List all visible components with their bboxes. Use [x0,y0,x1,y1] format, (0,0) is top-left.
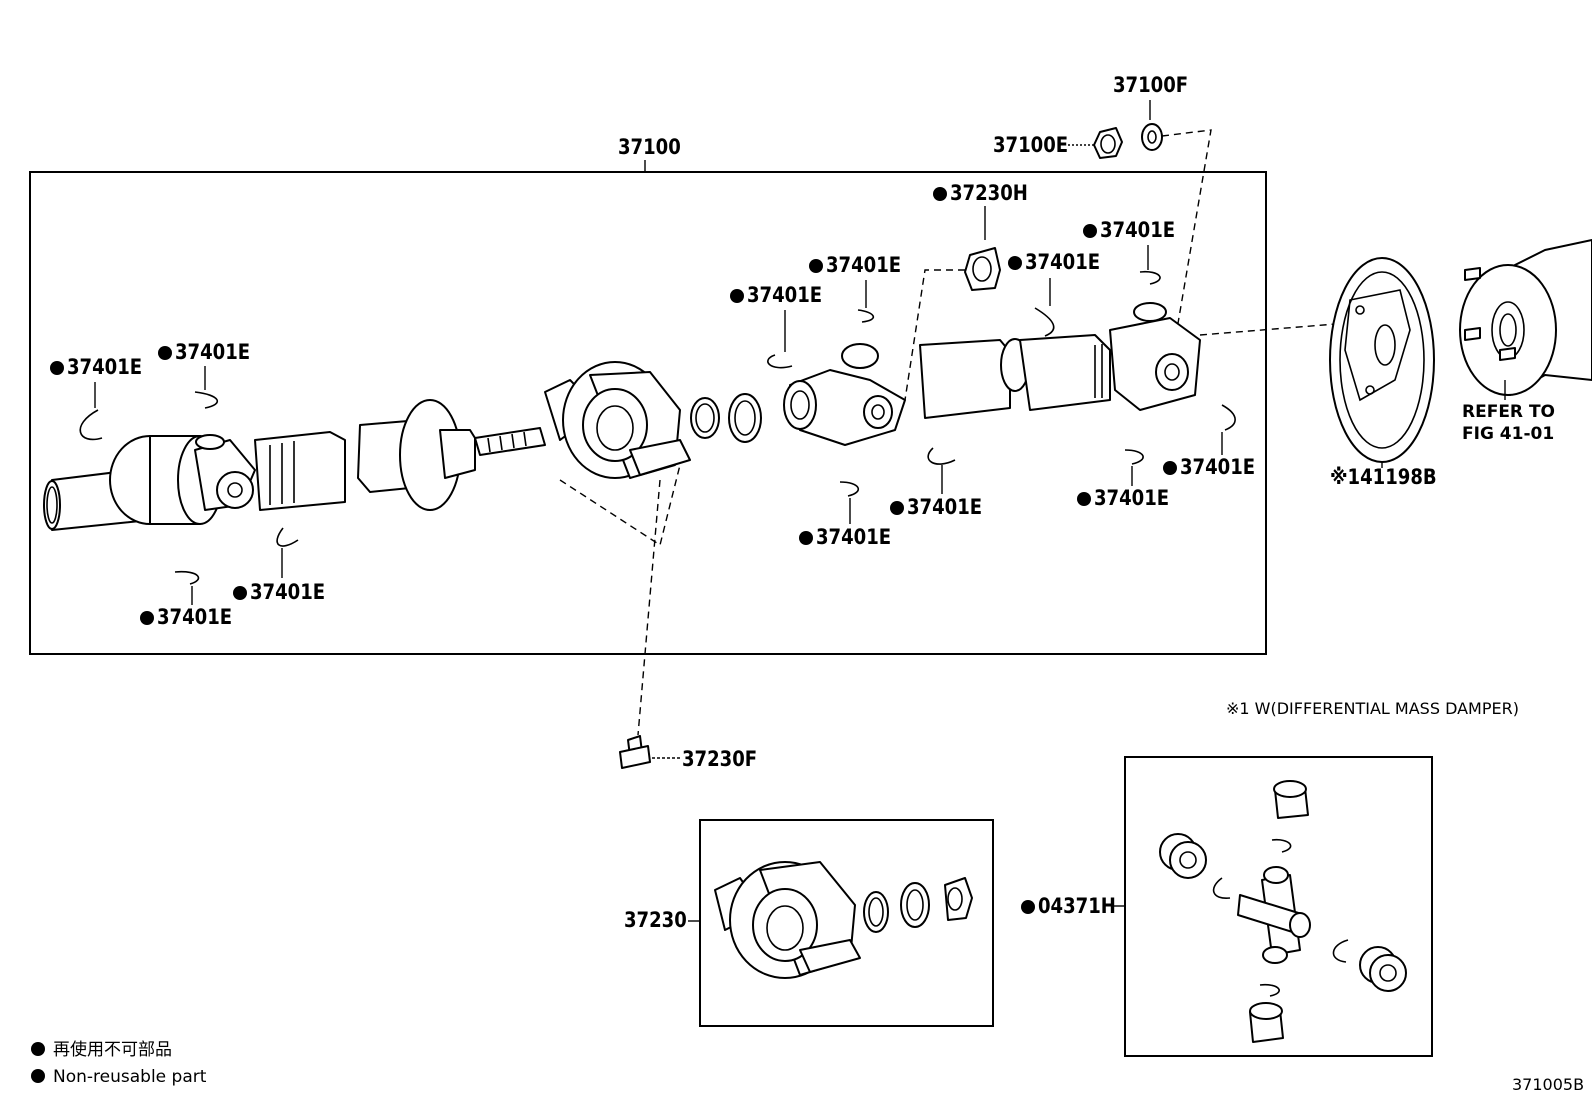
bearing-cup-bottom [1249,1002,1284,1043]
snap-ring-labels: 37401E 37401E 37401E 37401E 37401E 37401… [50,218,1255,630]
label-37401E-12[interactable]: 37401E [1180,455,1255,480]
label-37230[interactable]: 37230 [624,908,687,933]
label-37401E-3[interactable]: 37401E [250,580,325,605]
label-37401E-5[interactable]: 37401E [747,283,822,308]
nonreusable-dot [933,187,947,201]
label-damper[interactable]: ※141198B [1330,465,1437,490]
bearing-cup-top [1273,780,1309,819]
differential-flange [1459,239,1592,396]
u-joint-right [1109,302,1201,411]
detail-seal-ring-2 [900,882,930,928]
label-37401E-10[interactable]: 37401E [816,525,891,550]
legend-dot-jp [31,1042,45,1056]
snap-rings [79,270,1236,585]
label-37230H[interactable]: 37230H [950,181,1028,206]
label-37401E-6[interactable]: 37401E [826,253,901,278]
legend-dot-en [31,1069,45,1083]
center-bearing [544,361,691,479]
mass-damper-note: ※1 W(DIFFERENTIAL MASS DAMPER) [1226,699,1519,718]
nut-37100E [1093,127,1123,159]
washer-37100F [1141,123,1163,151]
tube-middle [919,334,1111,419]
label-37230F[interactable]: 37230F [682,747,757,772]
detail-box-center-bearing [699,819,994,1027]
label-37401E-9[interactable]: 37401E [907,495,982,520]
label-37100F[interactable]: 37100F [1113,73,1188,98]
detail-center-bearing [714,861,861,979]
spider-snap-rings [1212,838,1349,997]
spline-shaft [439,427,546,479]
detail-seal-ring-1 [863,891,889,933]
assembly-frame [29,171,1267,655]
spider-cross [1237,866,1311,964]
label-37401E-2[interactable]: 37401E [175,340,250,365]
seal-ring-2 [728,393,762,443]
bearing-cup-right [1359,946,1407,992]
seal-ring-1 [690,397,720,439]
label-04371H[interactable]: 04371H [1038,894,1116,919]
bolt-37230F [619,735,651,769]
u-joint-left [194,434,256,511]
label-37401E-7[interactable]: 37401E [1025,250,1100,275]
figure-id: 371005B [1512,1075,1584,1094]
detail-cushion [944,877,973,921]
label-37401E-1[interactable]: 37401E [67,355,142,380]
label-37100[interactable]: 37100 [618,135,681,160]
u-joint-middle [783,343,906,446]
refer-text-2[interactable]: FIG 41-01 [1462,424,1554,444]
tube-left-rear [357,399,461,511]
legend-en: Non-reusable part [53,1067,207,1087]
refer-text-1[interactable]: REFER TO [1462,402,1555,422]
bearing-cup-left [1159,833,1207,879]
rubber-cushion-37230H [964,247,1001,291]
nonreusable-dot [1021,900,1035,914]
tube-left-front [254,431,346,511]
label-37401E-4[interactable]: 37401E [157,605,232,630]
label-37401E-11[interactable]: 37401E [1094,486,1169,511]
label-37401E-8[interactable]: 37401E [1100,218,1175,243]
mass-damper [1329,257,1435,463]
label-37100E[interactable]: 37100E [993,133,1068,158]
legend-jp: 再使用不可部品 [53,1039,172,1060]
